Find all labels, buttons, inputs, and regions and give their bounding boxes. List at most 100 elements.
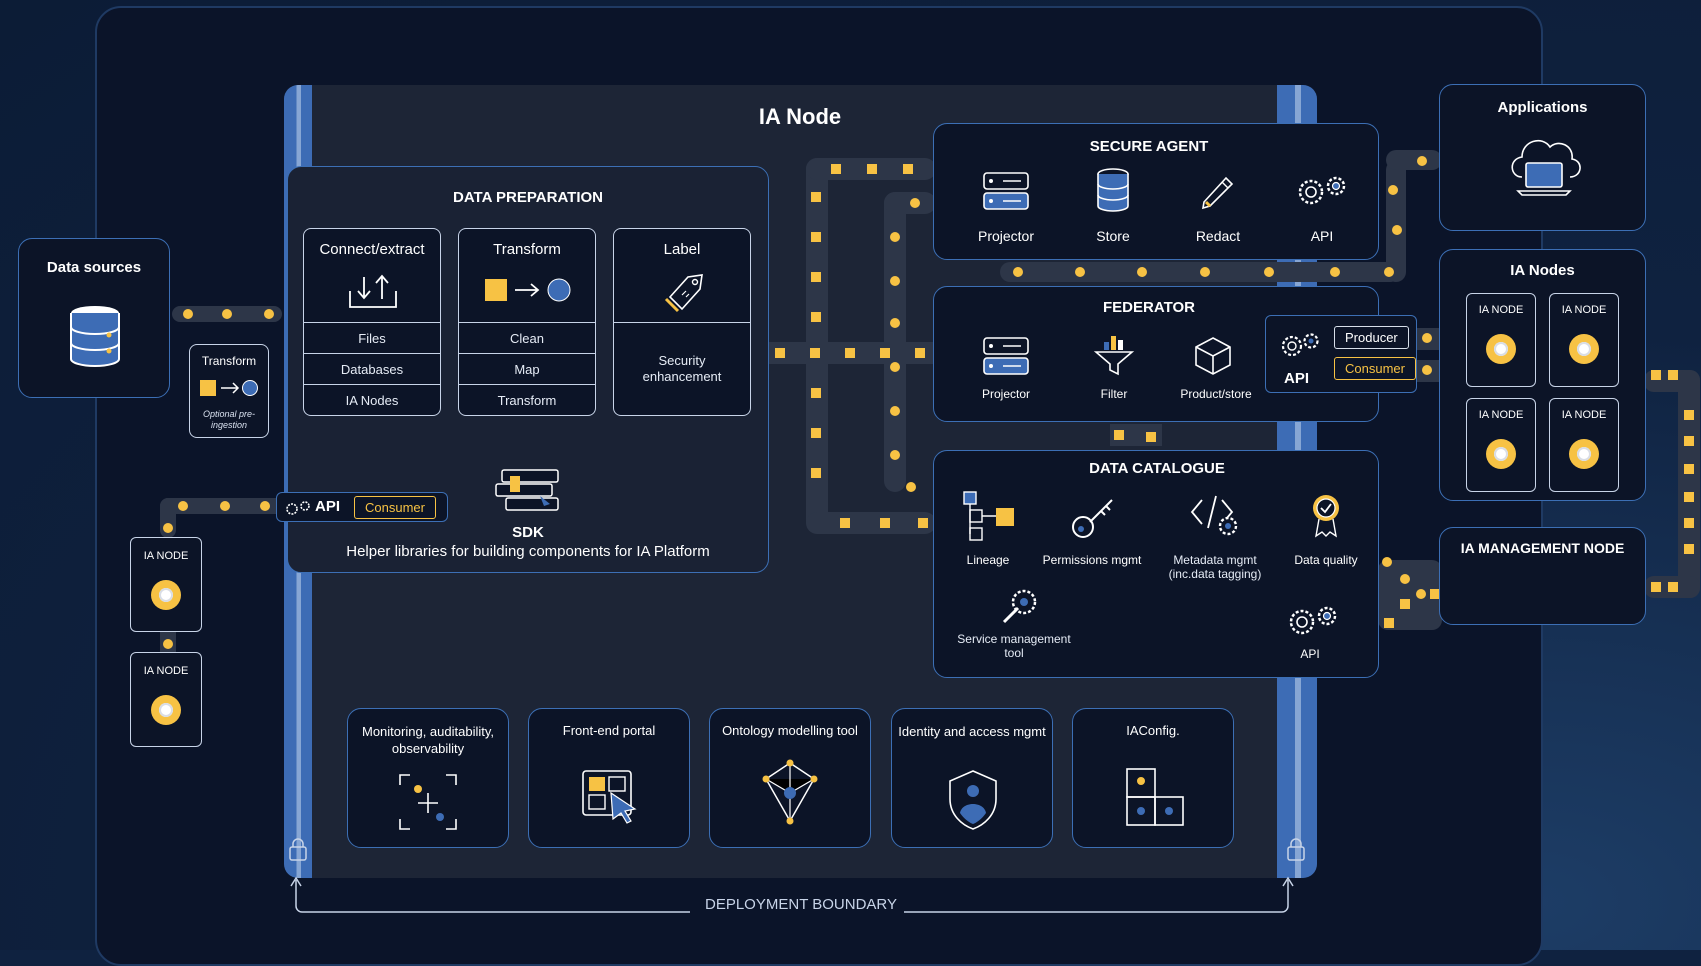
data-catalogue-box: DATA CATALOGUE xyxy=(933,450,1379,678)
applications-box[interactable]: Applications xyxy=(1439,84,1646,231)
projector-server-icon xyxy=(983,337,1029,375)
label-card[interactable]: Label Security enhancement xyxy=(613,228,751,416)
connector-track xyxy=(1386,160,1406,282)
left-ia-node[interactable]: IA NODE xyxy=(130,537,202,632)
pre-transform-title: Transform xyxy=(201,354,257,368)
service-tool-icon xyxy=(1002,589,1037,624)
catalogue-api-label: API xyxy=(1300,647,1320,661)
flow-dot xyxy=(1013,267,1023,277)
flow-dot xyxy=(890,362,900,372)
data-sources-box[interactable]: Data sources xyxy=(18,238,170,398)
flow-square xyxy=(915,348,925,358)
tool-card-identity[interactable]: Identity and access mgmt xyxy=(891,708,1053,848)
flow-dot xyxy=(910,198,920,208)
flow-square xyxy=(1400,599,1410,609)
consumer-badge: Consumer xyxy=(354,496,436,519)
api-label: API xyxy=(315,498,341,515)
transform-item: Transform xyxy=(459,384,595,415)
gears-icon xyxy=(286,501,310,515)
tool-card-portal[interactable]: Front-end portal xyxy=(528,708,690,848)
flow-square xyxy=(1651,370,1661,380)
flow-dot xyxy=(1382,557,1392,567)
ia-node-card[interactable]: IA NODE xyxy=(1549,293,1619,387)
left-ia-node[interactable]: IA NODE xyxy=(130,652,202,747)
lock-icon xyxy=(1287,838,1305,861)
connect-extract-card[interactable]: Connect/extract Files Databases IA Nodes xyxy=(303,228,441,416)
flow-square xyxy=(867,164,877,174)
flow-square xyxy=(775,348,785,358)
federator-title: FEDERATOR xyxy=(1103,299,1195,316)
secure-agent-item: Redact xyxy=(1195,228,1241,244)
ia-node-card[interactable]: IA NODE xyxy=(1549,398,1619,492)
flow-square xyxy=(918,518,928,528)
flow-dot xyxy=(222,309,232,319)
pre-ingestion-transform-card[interactable]: Transform Optional pre-ingestion xyxy=(189,344,269,438)
flow-dot xyxy=(906,482,916,492)
label-title: Label xyxy=(663,241,701,258)
api-gears-icon xyxy=(1298,176,1346,205)
ia-node-card[interactable]: IA NODE xyxy=(1466,398,1536,492)
product-cube-icon xyxy=(1195,337,1231,375)
flow-square xyxy=(880,518,890,528)
flow-square xyxy=(1430,589,1440,599)
producer-badge[interactable]: Producer xyxy=(1334,326,1409,349)
transform-arrow-icon xyxy=(485,278,571,302)
deployment-boundary-label: DEPLOYMENT BOUNDARY xyxy=(705,896,897,913)
permissions-key-icon xyxy=(1072,499,1113,538)
consumer-badge[interactable]: Consumer xyxy=(1334,357,1416,380)
identity-shield-icon xyxy=(949,770,997,830)
connect-item: Files xyxy=(304,322,440,353)
tool-card-iaconfig[interactable]: IAConfig. xyxy=(1072,708,1234,848)
flow-square xyxy=(1668,370,1678,380)
ia-management-node-box[interactable]: IA MANAGEMENT NODE xyxy=(1439,527,1646,625)
connector-track xyxy=(806,158,828,532)
flow-dot xyxy=(183,309,193,319)
flow-square xyxy=(880,348,890,358)
tool-label: Front-end portal xyxy=(562,723,656,738)
data-prep-api-consumer[interactable]: API Consumer xyxy=(276,492,448,522)
flow-square xyxy=(1668,582,1678,592)
store-database-icon xyxy=(1097,168,1129,212)
flow-dot xyxy=(1422,365,1432,375)
ia-node-label: IA NODE xyxy=(143,550,189,562)
label-caption: Security enhancement xyxy=(642,353,722,384)
flow-square xyxy=(811,232,821,242)
flow-dot xyxy=(1075,267,1085,277)
ia-node-label: IA NODE xyxy=(143,665,189,677)
flow-dot xyxy=(1330,267,1340,277)
catalogue-item: Data quality xyxy=(1294,553,1358,567)
config-blocks-icon xyxy=(1126,768,1184,826)
sdk-title: SDK xyxy=(512,524,544,541)
monitoring-focus-icon xyxy=(399,774,457,830)
flow-square xyxy=(811,192,821,202)
secure-agent-item: Store xyxy=(1096,228,1130,244)
secure-agent-item: Projector xyxy=(977,228,1035,244)
flow-square xyxy=(1146,432,1156,442)
flow-dot xyxy=(890,232,900,242)
flow-square xyxy=(1684,518,1694,528)
sdk-caption: Helper libraries for building components… xyxy=(346,543,710,560)
federator-api-label: API xyxy=(1284,370,1310,387)
flow-dot xyxy=(1200,267,1210,277)
flow-square xyxy=(811,428,821,438)
connector-track xyxy=(806,512,936,534)
federator-item: Filter xyxy=(1100,387,1128,401)
federator-api-panel[interactable]: API Producer Consumer xyxy=(1265,315,1417,393)
flow-square xyxy=(810,348,820,358)
flow-dot xyxy=(1422,333,1432,343)
flow-square xyxy=(811,272,821,282)
flow-dot xyxy=(163,523,173,533)
tool-label: Identity and access mgmt xyxy=(898,724,1046,739)
lock-icon xyxy=(289,838,307,861)
data-preparation-title: DATA PREPARATION xyxy=(453,189,603,206)
tool-card-monitoring[interactable]: Monitoring, auditability, observability xyxy=(347,708,509,848)
api-gears-icon xyxy=(1289,606,1337,635)
transform-card[interactable]: Transform Clean Map Transform xyxy=(458,228,596,416)
transform-title: Transform xyxy=(493,241,561,258)
tool-card-ontology[interactable]: Ontology modelling tool xyxy=(709,708,871,848)
catalogue-item: Metadata mgmt (inc.data tagging) xyxy=(1168,553,1262,581)
flow-dot xyxy=(264,309,274,319)
ia-node-card[interactable]: IA NODE xyxy=(1466,293,1536,387)
ia-node-label: IA NODE xyxy=(1561,409,1607,421)
sdk-library-icon xyxy=(495,469,559,511)
